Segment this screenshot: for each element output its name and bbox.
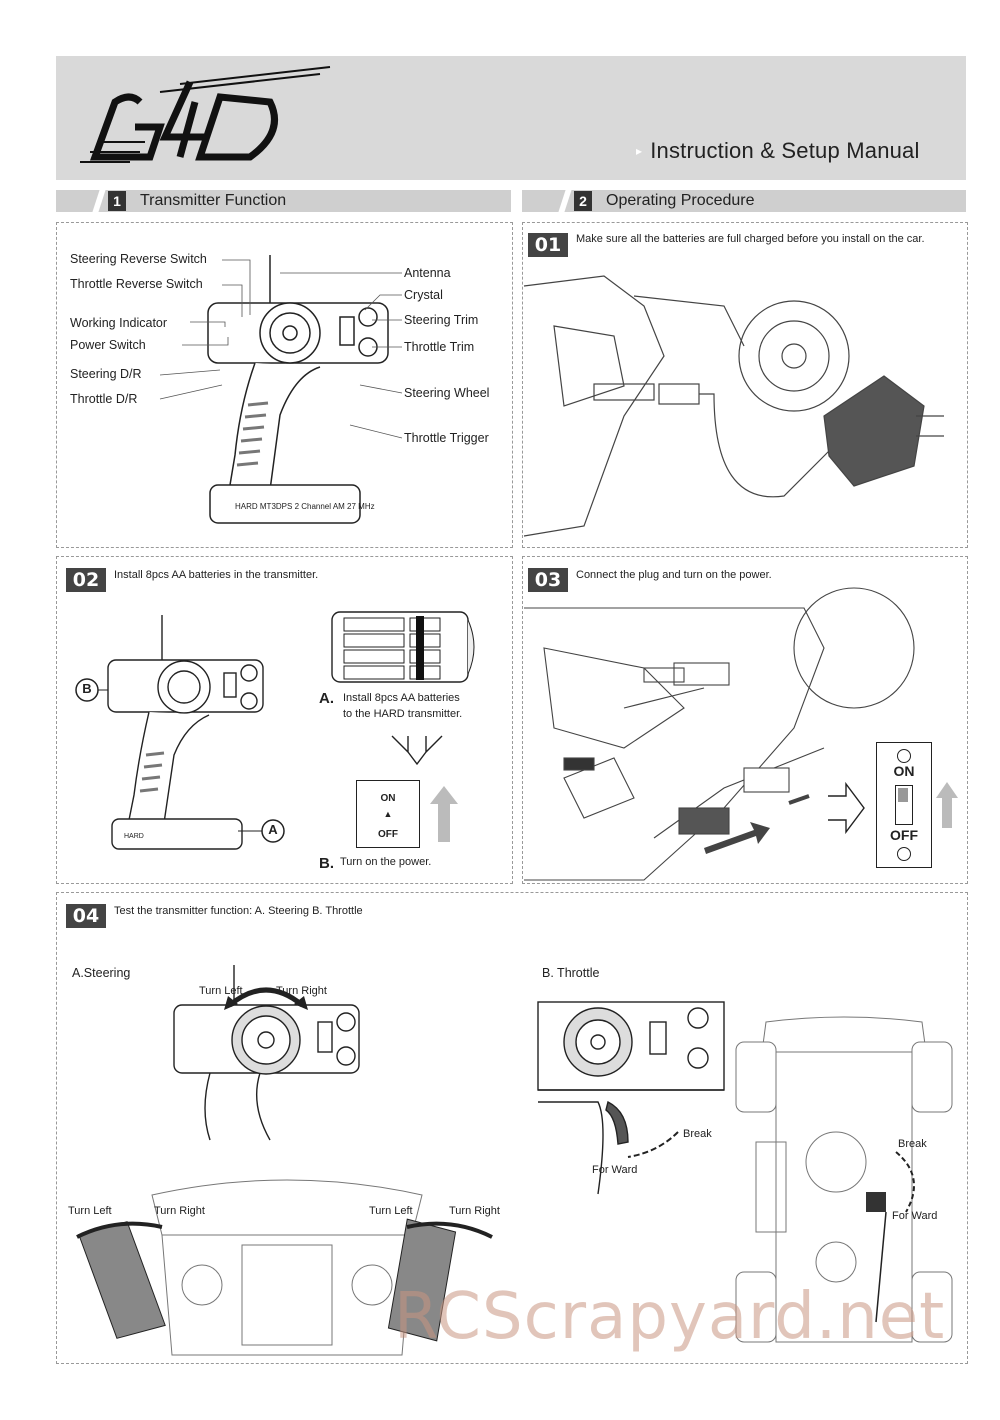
label-throttle-trigger: Throttle Trigger bbox=[404, 431, 489, 445]
break-label: Break bbox=[898, 1138, 927, 1150]
turn-right-label: Turn Right bbox=[154, 1205, 205, 1217]
section-title: Operating Procedure bbox=[606, 192, 755, 209]
turn-left-label: Turn Left bbox=[68, 1205, 112, 1217]
step-instruction: Make sure all the batteries are full cha… bbox=[576, 233, 925, 245]
note-a-text: Install 8pcs AA batteries bbox=[343, 692, 460, 704]
label-steering-trim: Steering Trim bbox=[404, 313, 479, 327]
step-instruction: Install 8pcs AA batteries in the transmi… bbox=[114, 569, 319, 581]
label-crystal: Crystal bbox=[404, 288, 443, 302]
step-number: 03 bbox=[528, 568, 568, 592]
note-b-text: Turn on the power. bbox=[340, 856, 432, 868]
step-number: 02 bbox=[66, 568, 106, 592]
turn-right-label: Turn Right bbox=[449, 1205, 500, 1217]
car-connect-illustration bbox=[524, 587, 915, 881]
label-steering-reverse-switch: Steering Reverse Switch bbox=[70, 252, 207, 266]
power-switch-box: ON OFF bbox=[876, 742, 932, 868]
watermark: RCScrapyard.net bbox=[394, 1280, 946, 1354]
break-label: Break bbox=[683, 1128, 712, 1140]
screw-icon bbox=[897, 847, 911, 861]
callout-a-label: A bbox=[268, 822, 278, 837]
note-a-text: to the HARD transmitter. bbox=[343, 708, 463, 720]
step-instruction: Connect the plug and turn on the power. bbox=[576, 569, 772, 581]
g4d-logo bbox=[80, 66, 331, 163]
up-arrow-icon bbox=[936, 782, 958, 828]
steering-title: A.Steering bbox=[72, 966, 131, 980]
step-instruction: Test the transmitter function: A. Steeri… bbox=[114, 905, 363, 917]
label-antenna: Antenna bbox=[404, 266, 451, 280]
switch-triangle-icon: ▲ bbox=[383, 809, 393, 819]
steering-car-illustration bbox=[76, 1179, 493, 1356]
throttle-title: B. Throttle bbox=[542, 966, 600, 980]
manual-subtitle: Instruction & Setup Manual bbox=[636, 138, 920, 164]
switch-slider bbox=[895, 785, 913, 825]
throttle-car-illustration bbox=[735, 1016, 953, 1343]
label-steering-wheel: Steering Wheel bbox=[404, 386, 490, 400]
callout-a-circle bbox=[238, 819, 285, 843]
power-switch-box: ON ▲ OFF bbox=[356, 780, 420, 848]
label-steering-dr: Steering D/R bbox=[70, 367, 142, 381]
callout-b-circle bbox=[75, 678, 108, 702]
label-power-switch: Power Switch bbox=[70, 338, 146, 352]
forward-label: For Ward bbox=[592, 1164, 638, 1176]
turn-left-label: Turn Left bbox=[199, 985, 243, 997]
turn-left-label: Turn Left bbox=[369, 1205, 413, 1217]
switch-off-label: OFF bbox=[378, 829, 398, 840]
up-arrow-icon bbox=[430, 786, 458, 842]
label-throttle-trim: Throttle Trim bbox=[404, 340, 475, 354]
forward-label: For Ward bbox=[892, 1210, 938, 1222]
leader-lines bbox=[159, 259, 403, 439]
battery-tray-illustration bbox=[331, 611, 475, 683]
transmitter-brand: HARD MT3DPS 2 Channel AM 27 MHz bbox=[235, 502, 375, 511]
transmitter-illustration: HARD MT3DPS 2 Channel AM 27 MHz bbox=[207, 255, 389, 524]
section-bar-2 bbox=[522, 190, 966, 212]
section-number: 2 bbox=[574, 191, 592, 211]
throttle-transmitter-illustration bbox=[537, 1001, 725, 1195]
label-throttle-reverse-switch: Throttle Reverse Switch bbox=[70, 277, 203, 291]
transmitter-brand: HARD bbox=[124, 833, 144, 840]
transmitter-illustration: HARD bbox=[107, 615, 264, 850]
charger-illustration bbox=[523, 275, 944, 537]
callout-b-label: B bbox=[82, 681, 92, 696]
screw-icon bbox=[897, 749, 911, 763]
switch-off-label: OFF bbox=[890, 827, 918, 843]
switch-on-label: ON bbox=[893, 763, 915, 779]
right-arrow-icon bbox=[828, 781, 865, 835]
section-number: 1 bbox=[108, 191, 126, 211]
section-title: Transmitter Function bbox=[140, 192, 287, 209]
steering-transmitter-illustration bbox=[173, 965, 360, 1141]
label-throttle-dr: Throttle D/R bbox=[70, 392, 138, 406]
note-a-letter: A. bbox=[319, 690, 334, 707]
note-b-letter: B. bbox=[319, 855, 334, 872]
switch-on-label: ON bbox=[380, 793, 396, 804]
step-number: 04 bbox=[66, 904, 106, 928]
down-arrow-icon bbox=[391, 735, 443, 766]
section-bar-1 bbox=[56, 190, 511, 212]
label-working-indicator: Working Indicator bbox=[70, 316, 168, 330]
step-number: 01 bbox=[528, 233, 568, 257]
